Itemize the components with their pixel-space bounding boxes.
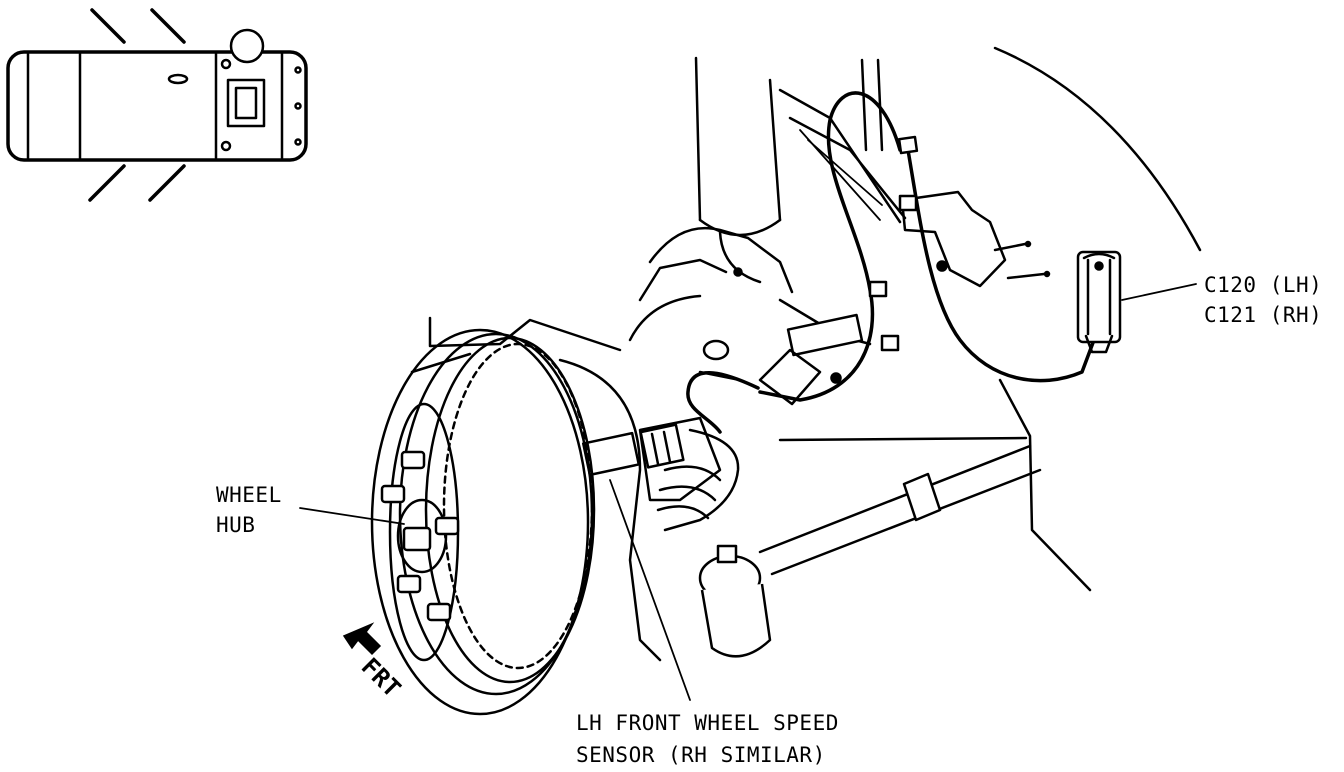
sensor-leader-line bbox=[609, 479, 691, 701]
fender-outline bbox=[993, 46, 1202, 252]
arrow-up-left-icon bbox=[342, 622, 382, 656]
wheel-hub-label-line1: WHEEL bbox=[216, 483, 282, 507]
sensor-harness bbox=[686, 91, 1096, 434]
wheel-hub-leader-line bbox=[299, 507, 405, 525]
strut-assembly bbox=[694, 56, 907, 237]
wheel-hub-icon bbox=[380, 402, 460, 662]
sensor-bracket bbox=[900, 190, 1051, 288]
brake-rotor bbox=[370, 316, 662, 716]
sensor-label-line2: SENSOR (RH SIMILAR) bbox=[576, 743, 826, 767]
wheel-speed-sensor-icon bbox=[581, 416, 740, 532]
connector-leader-line bbox=[1121, 283, 1197, 301]
vehicle-locator-icon bbox=[6, 8, 308, 202]
connector-c121-label: C121 (RH) bbox=[1204, 303, 1322, 327]
front-indicator: FRT bbox=[342, 622, 406, 703]
connector-c120-label: C120 (LH) bbox=[1204, 273, 1322, 297]
connector-c120-icon bbox=[1076, 250, 1122, 354]
front-indicator-label: FRT bbox=[356, 652, 406, 702]
wheel-hub-label-line2: HUB bbox=[216, 513, 255, 537]
steering-knuckle bbox=[628, 226, 872, 406]
tie-rod bbox=[698, 444, 1042, 658]
sensor-label-line1: LH FRONT WHEEL SPEED bbox=[576, 711, 839, 735]
frame-member bbox=[778, 378, 1092, 592]
